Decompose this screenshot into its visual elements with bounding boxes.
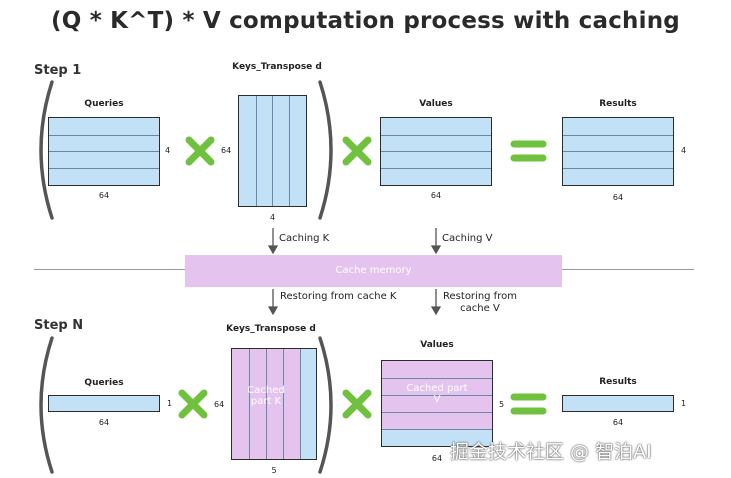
step-n-label: Step N bbox=[34, 318, 84, 333]
queries-label: Queries bbox=[84, 99, 124, 109]
queries-rows-dim: 4 bbox=[165, 146, 171, 155]
keys-n-transposed-label: Keys_Transpose d bbox=[226, 324, 316, 334]
equals-icon bbox=[510, 140, 547, 162]
watermark: 掘金技术社区 @ 智泊AI bbox=[450, 441, 652, 463]
diagram-title: (Q * K^T) * V computation process with c… bbox=[51, 8, 680, 34]
values-matrix bbox=[380, 117, 492, 186]
keys-transposed-label: Keys_Transpose d bbox=[232, 62, 322, 72]
right-bracket-step1 bbox=[318, 80, 333, 220]
arrow-icon bbox=[430, 228, 442, 255]
left-bracket-stepn bbox=[39, 336, 54, 474]
caching-k-label: Caching K bbox=[279, 233, 330, 244]
results-n-rows-dim: 1 bbox=[681, 399, 687, 408]
keys-n-matrix: Cached part K bbox=[231, 348, 317, 460]
restoring-v-label: Restoring from cache V bbox=[443, 291, 517, 314]
multiply-icon bbox=[178, 389, 208, 419]
keys-transposed-matrix bbox=[238, 95, 307, 207]
cached-part-k-label: Cached part K bbox=[247, 385, 285, 407]
arrow-icon bbox=[267, 289, 279, 316]
results-label: Results bbox=[599, 99, 637, 109]
right-bracket-stepn bbox=[318, 336, 333, 474]
results-n-matrix bbox=[562, 395, 674, 412]
results-cols-dim: 64 bbox=[612, 193, 624, 202]
results-n-label: Results bbox=[599, 377, 637, 387]
keys-rows-dim: 64 bbox=[221, 146, 232, 155]
queries-n-matrix bbox=[48, 395, 160, 412]
queries-n-cols-dim: 64 bbox=[98, 418, 110, 427]
arrow-icon bbox=[267, 228, 279, 255]
cache-memory-label: Cache memory bbox=[335, 265, 412, 276]
results-n-cols-dim: 64 bbox=[612, 418, 624, 427]
results-rows-dim: 4 bbox=[681, 146, 687, 155]
results-matrix bbox=[562, 117, 674, 186]
values-n-label: Values bbox=[420, 340, 454, 350]
values-n-cols-dim: 64 bbox=[431, 454, 443, 463]
multiply-icon bbox=[342, 136, 372, 166]
keys-cols-dim: 4 bbox=[269, 213, 276, 222]
equals-icon bbox=[510, 393, 547, 415]
queries-n-label: Queries bbox=[84, 378, 124, 388]
multiply-icon bbox=[185, 136, 215, 166]
queries-cols-dim: 64 bbox=[98, 191, 110, 200]
caching-v-label: Caching V bbox=[442, 233, 493, 244]
values-cols-dim: 64 bbox=[430, 191, 442, 200]
values-n-rows-dim: 5 bbox=[499, 400, 505, 409]
cache-memory: Cache memory bbox=[185, 255, 562, 287]
keys-n-rows-dim: 64 bbox=[214, 400, 225, 409]
restoring-k-label: Restoring from cache K bbox=[280, 291, 397, 302]
queries-n-rows-dim: 1 bbox=[167, 399, 173, 408]
step-1-label: Step 1 bbox=[34, 63, 82, 78]
values-label: Values bbox=[419, 99, 453, 109]
left-bracket-step1 bbox=[39, 80, 54, 220]
values-n-matrix: Cached part V bbox=[381, 360, 493, 447]
cached-part-v-label: Cached part V bbox=[406, 383, 468, 405]
arrow-icon bbox=[430, 289, 442, 316]
multiply-icon bbox=[342, 389, 372, 419]
keys-n-cols-dim: 5 bbox=[271, 466, 277, 475]
queries-matrix bbox=[48, 117, 160, 186]
